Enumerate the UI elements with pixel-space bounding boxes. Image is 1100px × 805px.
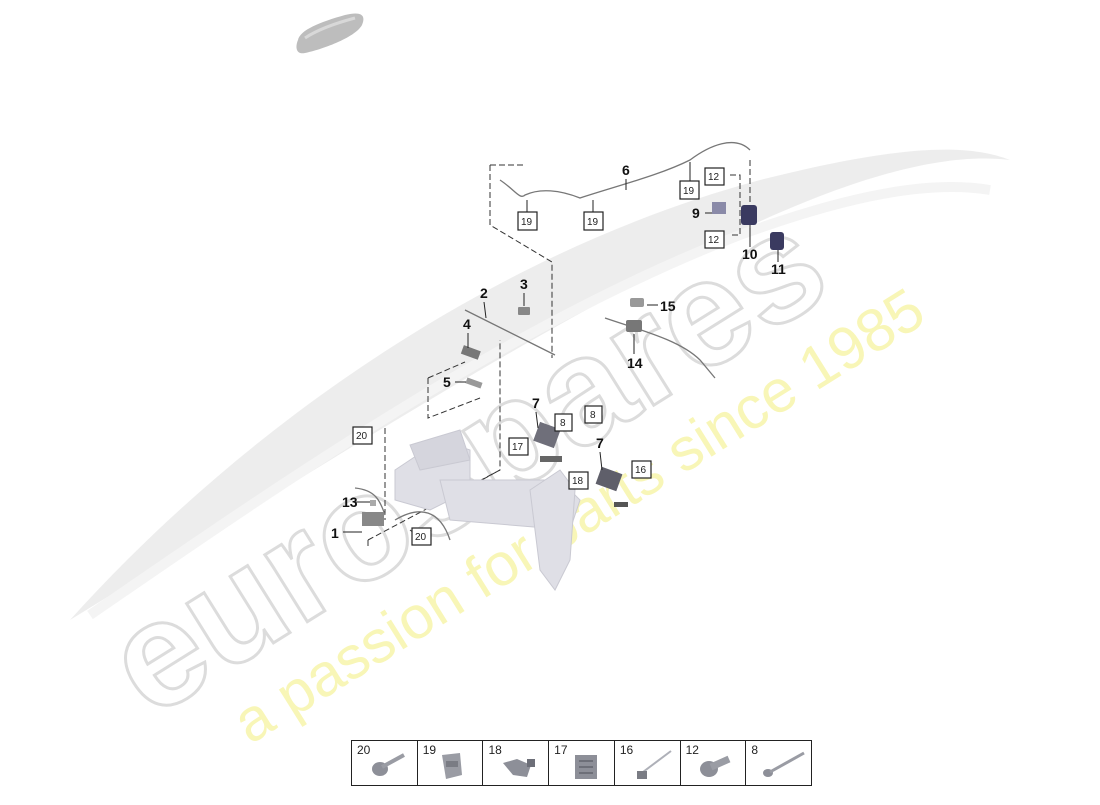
- callout-3: 3: [520, 276, 528, 292]
- callout-10: 10: [742, 246, 758, 262]
- part-14-unit: [626, 320, 642, 332]
- legend-label: 8: [751, 743, 758, 757]
- fastener-legend: 20 19 18 17 16 1: [351, 740, 812, 786]
- callout-7a: 7: [532, 395, 540, 411]
- callout-5: 5: [443, 374, 451, 390]
- legend-label: 12: [685, 743, 699, 757]
- boxed-callouts: 19 19 19 12 12 8 8 17 16 18 20 20: [352, 167, 725, 546]
- boxed-12b: 12: [708, 235, 720, 246]
- part-18-clip: [614, 502, 628, 507]
- flange-bolt-icon: [372, 753, 405, 776]
- long-screw-icon: [763, 751, 806, 777]
- part-3-clip: [518, 307, 530, 315]
- cable-tie-icon: [636, 750, 672, 779]
- legend-item-20[interactable]: 20: [352, 741, 418, 785]
- legend-item-16[interactable]: 16: [615, 741, 681, 785]
- callout-11: 11: [771, 261, 786, 277]
- callout-9: 9: [692, 205, 700, 221]
- legend-item-12[interactable]: 12: [681, 741, 747, 785]
- cable-2: [464, 309, 556, 356]
- boxed-8a: 8: [560, 418, 566, 429]
- part-13-screw: [370, 500, 376, 506]
- legend-item-17[interactable]: 17: [549, 741, 615, 785]
- callout-7b: 7: [596, 435, 604, 451]
- part-7-switch-left: [533, 421, 561, 449]
- legend-label: 17: [554, 743, 568, 757]
- part-7-switch-right: [595, 466, 623, 492]
- boxed-18: 18: [572, 476, 584, 487]
- callout-14: 14: [627, 355, 643, 371]
- pan-head-screw-icon: [699, 755, 731, 777]
- cable-6: [499, 141, 751, 199]
- part-11-actuator: [770, 232, 784, 250]
- boxed-16: 16: [635, 465, 647, 476]
- boxed-19a: 19: [521, 217, 533, 228]
- callout-1: 1: [331, 525, 339, 541]
- part-10-actuator: [741, 205, 757, 225]
- part-15-cover: [630, 298, 644, 307]
- callout-4: 4: [463, 316, 471, 332]
- callout-labels: 1 2 3 4 5 6 7 7 9 10 11 13 14 15: [331, 162, 786, 541]
- legend-label: 20: [357, 743, 371, 757]
- legend-label: 16: [619, 743, 634, 757]
- callout-15: 15: [660, 298, 676, 314]
- callout-13: 13: [342, 494, 358, 510]
- boxed-17: 17: [512, 442, 524, 453]
- part-17-bracket: [540, 456, 562, 462]
- boxed-19b: 19: [587, 217, 599, 228]
- connector-clip-icon: [503, 759, 536, 777]
- callout-6: 6: [622, 162, 630, 178]
- part-9-bracket: [712, 202, 726, 214]
- callout-2: 2: [480, 285, 488, 301]
- retainer-clip-icon: [575, 755, 598, 779]
- legend-label: 18: [488, 743, 502, 757]
- legend-item-18[interactable]: 18: [483, 741, 550, 785]
- boxed-19c: 19: [683, 186, 695, 197]
- legend-label: 19: [422, 743, 437, 757]
- legend-item-19[interactable]: 19: [418, 741, 484, 785]
- boxed-20a: 20: [356, 431, 368, 442]
- part-1-module: [362, 512, 384, 526]
- part-5-clip: [465, 377, 483, 389]
- boxed-20b: 20: [415, 532, 427, 543]
- car-silhouette-icon: [296, 13, 364, 54]
- part-4-connector: [460, 345, 481, 360]
- cable-clip-icon: [441, 753, 462, 779]
- dash-carrier-frame: [394, 429, 581, 591]
- cable-1: [354, 487, 451, 541]
- boxed-12a: 12: [708, 172, 720, 183]
- boxed-8b: 8: [590, 410, 596, 421]
- legend-item-8[interactable]: 8: [746, 741, 811, 785]
- cable-14: [604, 317, 716, 379]
- watermark-swoosh: [70, 149, 1010, 620]
